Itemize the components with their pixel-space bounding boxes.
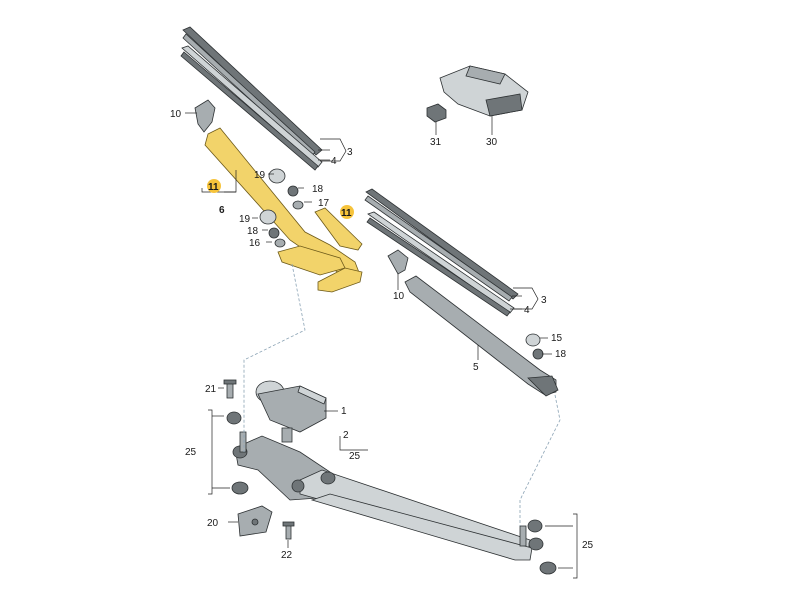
- callout-2: 2: [343, 430, 349, 441]
- fastener-group-right: [525, 333, 544, 360]
- callout-4-left: 4: [331, 156, 337, 167]
- callout-3-right: 3: [541, 295, 547, 306]
- callout-16: 16: [249, 238, 261, 249]
- wiper-linkage-frame: [232, 431, 544, 561]
- callout-11-left: 11: [208, 182, 219, 193]
- highlight-marker-11b: [340, 205, 354, 219]
- callout-4-right: 4: [524, 305, 530, 316]
- callout-11-right: 11: [341, 208, 352, 219]
- callout-31: 31: [430, 137, 442, 148]
- bushing-group-25: [226, 411, 557, 575]
- bolt-21: [223, 379, 237, 399]
- callout-6: 6: [219, 205, 225, 216]
- wiper-module-30: [439, 65, 529, 117]
- wiper-blade-right: [364, 188, 519, 317]
- callout-21: 21: [205, 384, 217, 395]
- callout-19-mid: 19: [239, 214, 251, 225]
- wiper-arm-right: [387, 249, 559, 397]
- callout-10-right: 10: [393, 291, 405, 302]
- callout-25-left: 25: [185, 447, 197, 458]
- callout-25-right: 25: [582, 540, 594, 551]
- callout-30: 30: [486, 137, 498, 148]
- callout-18-right: 18: [555, 349, 567, 360]
- wiper-blade-left: [180, 26, 323, 171]
- bolt-22: [282, 521, 295, 540]
- highlight-marker-11a: [207, 179, 221, 193]
- callout-10-left: 10: [170, 109, 182, 120]
- bracket-20: [237, 505, 273, 537]
- wiper-motor: [255, 380, 327, 443]
- callout-25-frame: 25: [349, 451, 361, 462]
- callout-1: 1: [341, 406, 347, 417]
- callout-5: 5: [473, 362, 479, 373]
- callout-19-top: 19: [254, 170, 266, 181]
- callout-20: 20: [207, 518, 219, 529]
- callout-18-mid: 18: [247, 226, 259, 237]
- wiper-arm-left-highlighted: [194, 99, 363, 293]
- callout-15: 15: [551, 333, 563, 344]
- callout-22: 22: [281, 550, 293, 561]
- leader-lines: [185, 112, 578, 579]
- connector-31: [426, 103, 447, 123]
- callout-18-top: 18: [312, 184, 324, 195]
- assembly-lines: [243, 263, 561, 526]
- callout-17: 17: [318, 198, 330, 209]
- fastener-group-left: [259, 168, 304, 248]
- callout-3-left: 3: [347, 147, 353, 158]
